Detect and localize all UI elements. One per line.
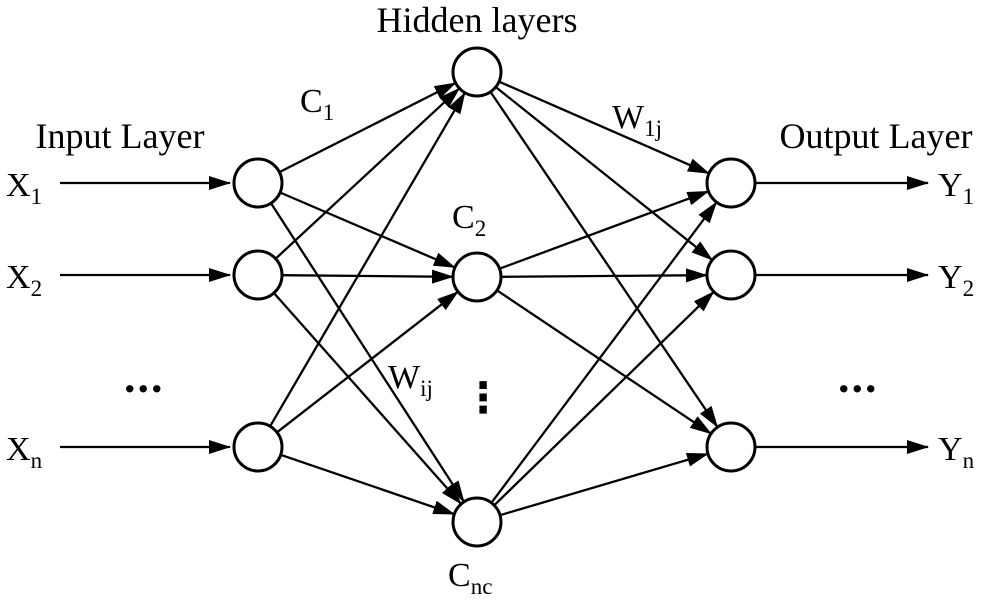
hidden-label-c1: C1 <box>300 83 334 125</box>
edge-h2-o3 <box>496 289 712 435</box>
ellipsis-right: ... <box>838 351 879 402</box>
hidden-label-cnc: Cnc <box>448 557 492 599</box>
hidden-node-1 <box>451 46 503 98</box>
edge-i2-h2 <box>281 269 454 284</box>
input-label-xn: Xn <box>6 431 43 473</box>
edge-h3-o3 <box>499 452 709 517</box>
edge-h1-o1 <box>498 80 710 175</box>
edge-h2-o2 <box>500 268 708 283</box>
output-nodes <box>705 157 757 473</box>
output-label-yn: Yn <box>938 431 975 473</box>
input-hidden-edges <box>269 81 466 516</box>
output-node-1 <box>705 157 757 209</box>
input-node-1 <box>232 157 284 209</box>
input-label-x2: X2 <box>6 259 42 301</box>
input-nodes <box>232 157 284 473</box>
edge-i3-h3 <box>280 453 456 516</box>
hidden-node-nc <box>451 496 503 548</box>
hidden-node-2 <box>451 251 503 303</box>
edge-h1-o2 <box>494 86 714 261</box>
output-arrows <box>756 176 929 454</box>
hidden-layer-title: Hidden layers <box>377 0 578 40</box>
edge-i1-h1 <box>278 81 457 174</box>
output-node-2 <box>705 249 757 301</box>
edge-h2-o1 <box>499 190 710 270</box>
output-node-n <box>705 421 757 473</box>
ellipsis-left: ... <box>124 351 165 402</box>
edge-h1-o3 <box>489 91 719 428</box>
weight-label-wij: Wij <box>388 359 433 401</box>
input-arrows <box>60 176 231 454</box>
edge-i3-h2 <box>276 290 459 434</box>
hidden-nodes <box>451 46 503 548</box>
output-layer-title: Output Layer <box>780 116 973 156</box>
output-label-y1: Y1 <box>938 167 974 209</box>
weight-label-w1j: W1j <box>612 99 662 141</box>
output-label-y2: Y2 <box>938 259 974 301</box>
input-node-n <box>232 421 284 473</box>
edge-i3-h1 <box>269 91 466 427</box>
edge-h3-o2 <box>493 290 715 507</box>
input-label-x1: X1 <box>6 167 42 209</box>
edge-i1-h2 <box>279 191 456 269</box>
edge-i2-h3 <box>273 292 462 505</box>
edge-i1-h3 <box>270 202 465 503</box>
ellipsis-middle-vertical: ⋮ <box>462 373 504 422</box>
input-layer-title: Input Layer <box>36 116 205 156</box>
hidden-label-c2: C2 <box>452 199 486 241</box>
hidden-output-edges <box>489 80 719 517</box>
input-node-2 <box>232 249 284 301</box>
edge-h3-o1 <box>490 201 718 504</box>
edge-i2-h1 <box>274 87 461 260</box>
